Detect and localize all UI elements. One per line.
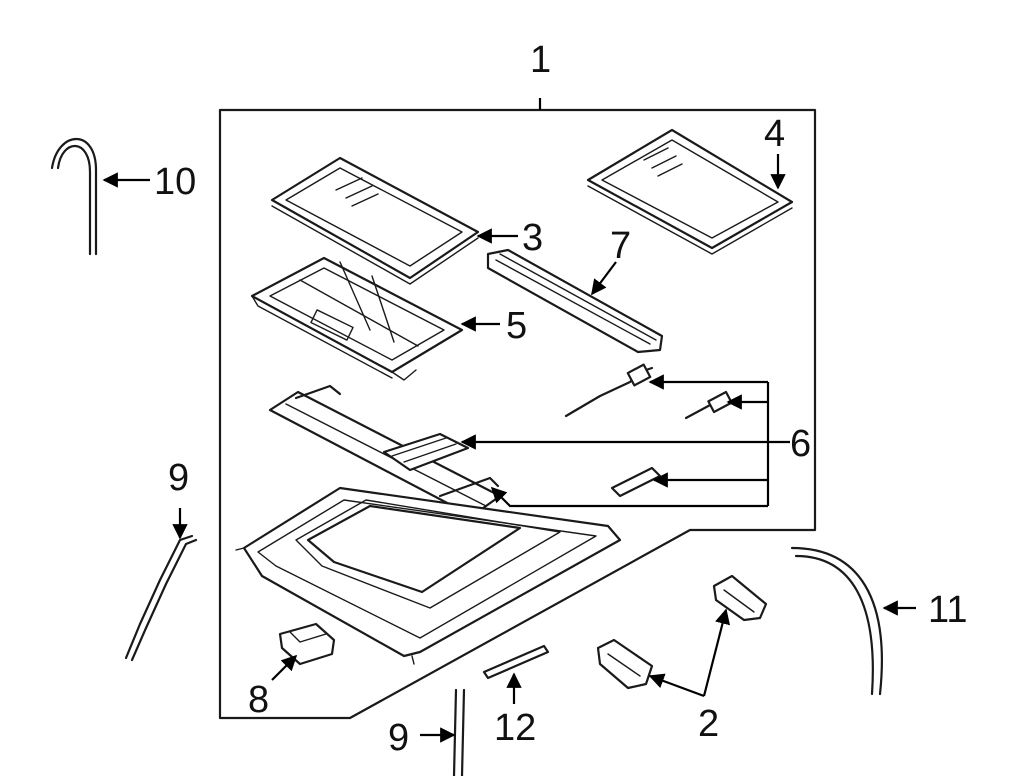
assembly-boundary	[218, 98, 817, 720]
part-6-clip	[684, 390, 733, 420]
callout-9-left: 9	[168, 457, 189, 499]
leader-lines	[102, 154, 916, 743]
callout-2: 2	[698, 703, 719, 745]
callout-6: 6	[790, 423, 811, 465]
part-8-motor	[278, 622, 336, 666]
part-6-drive-cable	[564, 363, 654, 418]
callout-12: 12	[494, 707, 536, 749]
callout-5: 5	[506, 305, 527, 347]
part-5-sunshade-frame	[250, 256, 464, 381]
callout-4: 4	[764, 113, 785, 155]
part-6-guide-block	[610, 466, 662, 498]
callout-1: 1	[530, 39, 551, 81]
part-4-glass-panel	[586, 128, 794, 255]
part-11-seal	[790, 546, 883, 696]
part-2-bracket-upper	[712, 574, 768, 622]
callout-9-bottom: 9	[388, 717, 409, 759]
part-7-deflector-rail	[486, 248, 664, 354]
sunroof-housing-frame	[235, 486, 622, 665]
callout-labels: 1 2 3 4 5 6 7 8 9 9 10 11 12	[154, 39, 967, 759]
part-10-drain-hose	[50, 138, 98, 256]
callout-3: 3	[522, 217, 543, 259]
part-9-seal-bottom	[452, 688, 466, 776]
part-3-glass-panel	[270, 156, 480, 285]
part-12-trim-strip	[482, 644, 550, 680]
callout-10: 10	[154, 161, 196, 203]
part-9-seal-left	[124, 534, 198, 662]
part-2-bracket-lower	[596, 638, 654, 690]
callout-8: 8	[248, 679, 269, 721]
callout-11: 11	[928, 589, 967, 631]
callout-7: 7	[610, 225, 631, 267]
